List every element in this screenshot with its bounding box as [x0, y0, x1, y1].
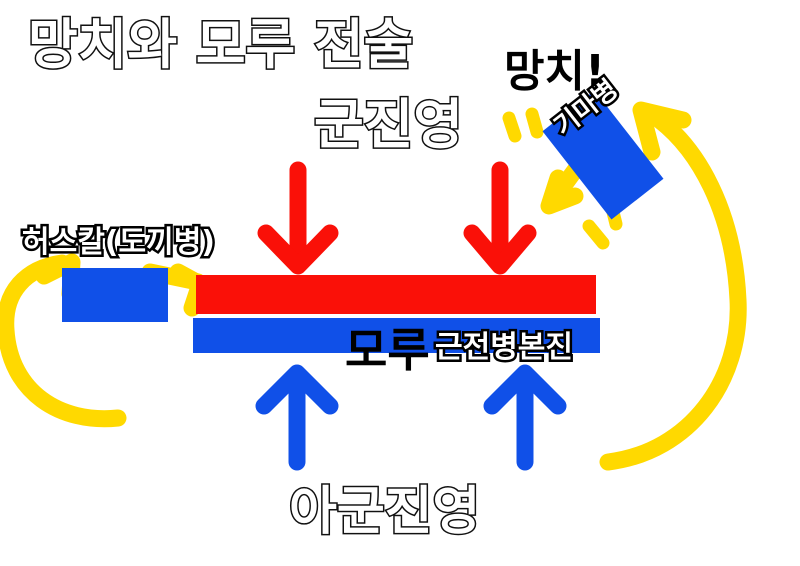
- enemy-camp-label: 군진영: [312, 93, 464, 156]
- hammer-flank-path-right: [599, 101, 747, 471]
- infantry-main-force-label: 근전병본진: [433, 330, 576, 365]
- friendly-camp-label: 아군진영: [287, 482, 481, 542]
- friendly-advance-arrow-right: [483, 364, 567, 471]
- anvil-callout-label: 모루: [345, 323, 430, 377]
- hammer-callout-label: 망치!: [504, 46, 606, 97]
- enemy-front-line[interactable]: [196, 275, 596, 314]
- huscarl-unit-block[interactable]: [62, 268, 168, 322]
- huscarl-unit-label: 허스칼(도끼병): [19, 225, 217, 260]
- cavalry-unit-block[interactable]: [542, 90, 664, 220]
- friendly-advance-arrow-left: [255, 364, 339, 471]
- page-title: 망치와 모루 전술: [26, 13, 414, 76]
- enemy-attack-arrow-left: [257, 161, 339, 275]
- impact-flash-marks: [502, 107, 623, 250]
- friendly-front-line[interactable]: [193, 318, 600, 353]
- enemy-attack-arrow-right: [463, 161, 537, 275]
